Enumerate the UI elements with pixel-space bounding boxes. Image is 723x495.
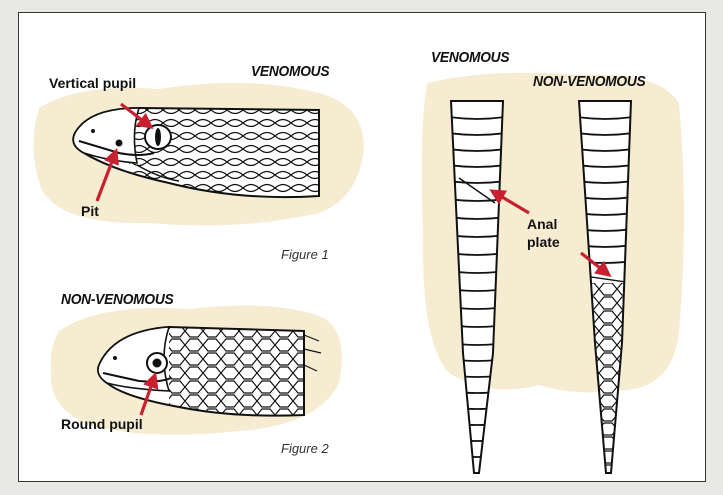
vertical-pupil-label: Vertical pupil [49,75,136,91]
pit-label: Pit [81,203,99,219]
non-venomous-head-label: NON-VENOMOUS [61,291,173,308]
anal-plate-label: Anal plate [527,215,560,251]
diagram-frame: VENOMOUS NON-VENOMOUS VENOMOUS NON-VENOM… [18,12,706,482]
figure-1-caption: Figure 1 [281,247,329,262]
round-pupil-label: Round pupil [61,416,143,432]
venomous-tail-label: VENOMOUS [431,49,509,66]
venomous-head-label: VENOMOUS [251,63,329,80]
non-venomous-tail-label: NON-VENOMOUS [533,73,645,90]
figure-2-caption: Figure 2 [281,441,329,456]
